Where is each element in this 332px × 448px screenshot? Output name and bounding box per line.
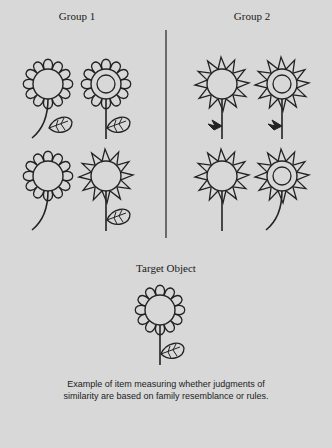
figure-caption: Example of item measuring whether judgme… [56,378,276,402]
group-label: Group 2 [182,10,322,22]
group-label: Target Object [96,262,236,274]
group-label: Group 1 [7,10,147,22]
